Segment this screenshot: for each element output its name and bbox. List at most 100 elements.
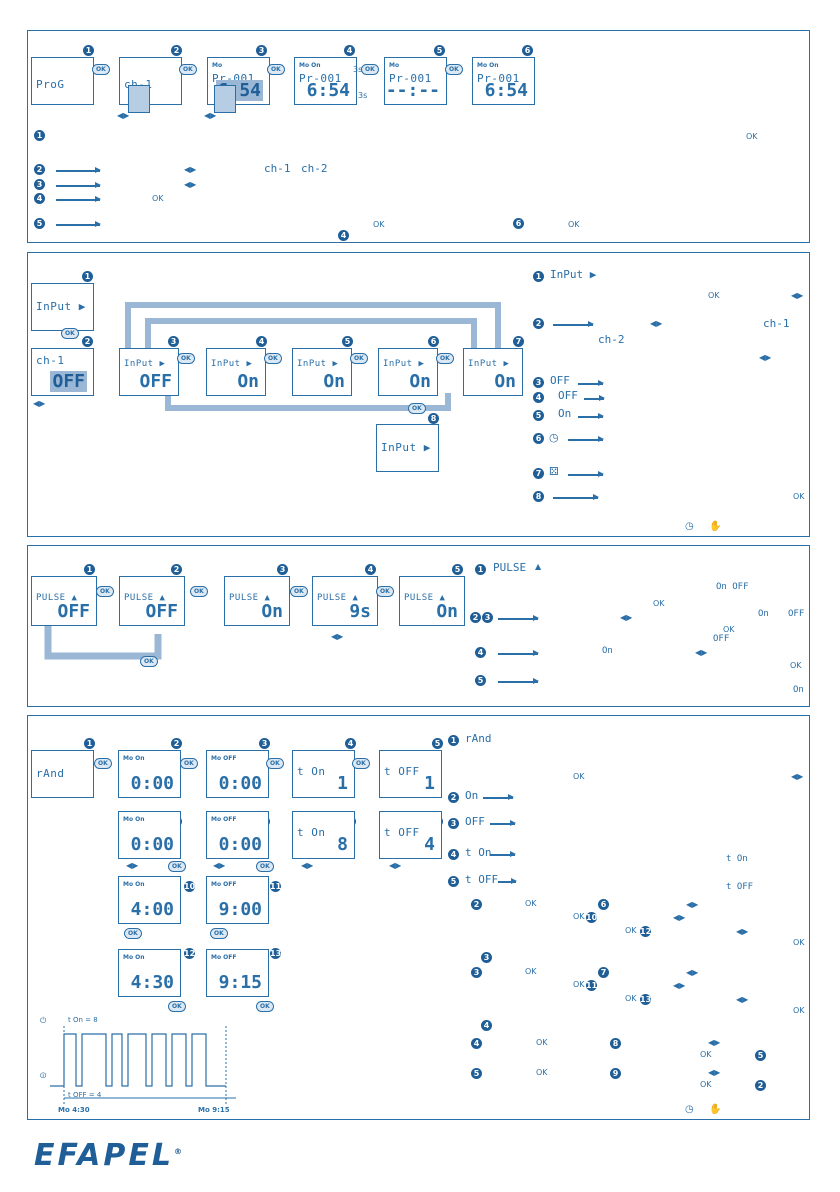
ok-button[interactable]: OK — [256, 861, 274, 872]
step-number: 2 — [448, 792, 459, 803]
option-manual-off: OFF — [558, 389, 578, 402]
ok-label: OK — [625, 926, 637, 935]
step-number: 4 — [365, 564, 376, 575]
row-arrow — [553, 321, 594, 327]
ok-label: OK — [525, 899, 537, 908]
ok-button[interactable]: OK — [350, 353, 368, 364]
lcd-screen: rAnd — [31, 750, 94, 798]
step-number: 5 — [448, 876, 459, 887]
step-number: 4 — [256, 336, 267, 347]
step-number: 4 — [475, 647, 486, 658]
row-arrow — [498, 878, 517, 884]
left-right-buttons[interactable]: ◀▶ — [301, 861, 314, 870]
left-right-icon: ◀▶ — [184, 165, 197, 174]
step-number: 4 — [34, 193, 45, 204]
ok-button[interactable]: OK — [190, 586, 208, 597]
step-number: 1 — [34, 130, 45, 141]
step-number: 1 — [475, 564, 486, 575]
ok-button[interactable]: OK — [168, 861, 186, 872]
left-right-buttons[interactable]: ◀▶ — [33, 399, 46, 408]
ok-button[interactable]: OK — [352, 758, 370, 769]
left-right-icon: ◀▶ — [759, 353, 772, 362]
step-number: 2 — [34, 164, 45, 175]
ok-button[interactable]: OK — [266, 758, 284, 769]
step-number: 5 — [432, 738, 443, 749]
ok-button[interactable]: OK — [124, 928, 142, 939]
lcd-screen: Mo On Pr-001 6:54 — [294, 57, 357, 105]
step-number: 3 — [482, 612, 493, 623]
ok-button[interactable]: OK — [179, 64, 197, 75]
step-number: 12 — [640, 926, 652, 937]
step-number: 4 — [448, 849, 459, 860]
step-number: 3 — [256, 45, 267, 56]
lcd-screen: Mo On Pr-001 6:54 — [472, 57, 535, 105]
ok-button[interactable]: OK — [445, 64, 463, 75]
ok-button[interactable]: OK — [61, 328, 79, 339]
step-number: 13 — [640, 994, 652, 1005]
ok-button[interactable]: OK — [168, 1001, 186, 1012]
left-right-buttons[interactable]: ◀▶ — [389, 861, 402, 870]
lcd-screen: PULSE ▲On — [224, 576, 290, 626]
ok-button[interactable]: OK — [256, 1001, 274, 1012]
step-number: 2 — [533, 318, 544, 329]
ok-button[interactable]: OK — [376, 586, 394, 597]
ok-button[interactable]: OK — [94, 758, 112, 769]
ok-button[interactable]: OK — [264, 353, 282, 364]
left-right-buttons[interactable]: ◀▶ — [204, 111, 217, 120]
clock-icon: ◷ — [549, 431, 559, 444]
option-t-off: t OFF — [465, 873, 499, 886]
left-right-icon: ◀▶ — [695, 648, 708, 657]
left-right-buttons[interactable]: ◀▶ — [213, 861, 226, 870]
step-number: 5 — [471, 1068, 482, 1079]
ok-button[interactable]: OK — [177, 353, 195, 364]
lcd-screen: PULSE ▲OFF — [119, 576, 185, 626]
random-title: rAnd — [465, 732, 492, 745]
ok-button[interactable]: OK — [436, 353, 454, 364]
step-number: 1 — [84, 564, 95, 575]
row-arrow — [578, 380, 604, 386]
ok-label: OK — [793, 1006, 805, 1015]
ok-button[interactable]: OK — [290, 586, 308, 597]
option-t-on: t On — [465, 846, 492, 859]
hand-arrow — [214, 85, 236, 113]
t-on-label: t On = 8 — [68, 1016, 98, 1024]
ok-label: OK — [152, 194, 164, 203]
ok-button[interactable]: OK — [267, 64, 285, 75]
step-number: 8 — [533, 491, 544, 502]
row-arrow — [56, 182, 101, 188]
ok-button[interactable]: OK — [140, 656, 158, 667]
ok-button[interactable]: OK — [210, 928, 228, 939]
end-time: Mo 9:15 — [198, 1106, 230, 1114]
left-right-icon: ◀▶ — [686, 968, 699, 977]
lcd-screen: PULSE ▲9s — [312, 576, 378, 626]
lcd-screen: PULSE ▲On — [399, 576, 465, 626]
ok-label: OK — [568, 220, 580, 229]
lcd-screen: InPut ▶ On — [378, 348, 438, 396]
ok-button[interactable]: OK — [361, 64, 379, 75]
step-number: 4 — [481, 1020, 492, 1031]
ok-button[interactable]: OK — [92, 64, 110, 75]
step-number: 6 — [522, 45, 533, 56]
step-number: 3 — [34, 179, 45, 190]
left-right-buttons[interactable]: ◀▶ — [126, 861, 139, 870]
ok-label: OK — [573, 772, 585, 781]
lcd-screen: PULSE ▲OFF — [31, 576, 97, 626]
up-icon: ▲ — [535, 562, 542, 571]
channel-1-label: ch-1 — [763, 317, 790, 330]
option-manual-on: On — [558, 407, 572, 420]
ok-button[interactable]: OK — [180, 758, 198, 769]
ok-button[interactable]: OK — [408, 403, 426, 414]
left-right-icon: ◀▶ — [673, 913, 686, 922]
row-arrow — [498, 615, 539, 621]
clock-icon: ◷ — [685, 521, 694, 532]
ok-label: OK — [536, 1038, 548, 1047]
left-right-buttons[interactable]: ◀▶ — [117, 111, 130, 120]
ok-button[interactable]: OK — [96, 586, 114, 597]
step-number: 4 — [471, 1038, 482, 1049]
lcd-screen: InPut ▶ On — [292, 348, 352, 396]
start-time: Mo 4:30 — [58, 1106, 90, 1114]
left-right-buttons[interactable]: ◀▶ — [331, 632, 344, 641]
ok-label: OK — [700, 1050, 712, 1059]
